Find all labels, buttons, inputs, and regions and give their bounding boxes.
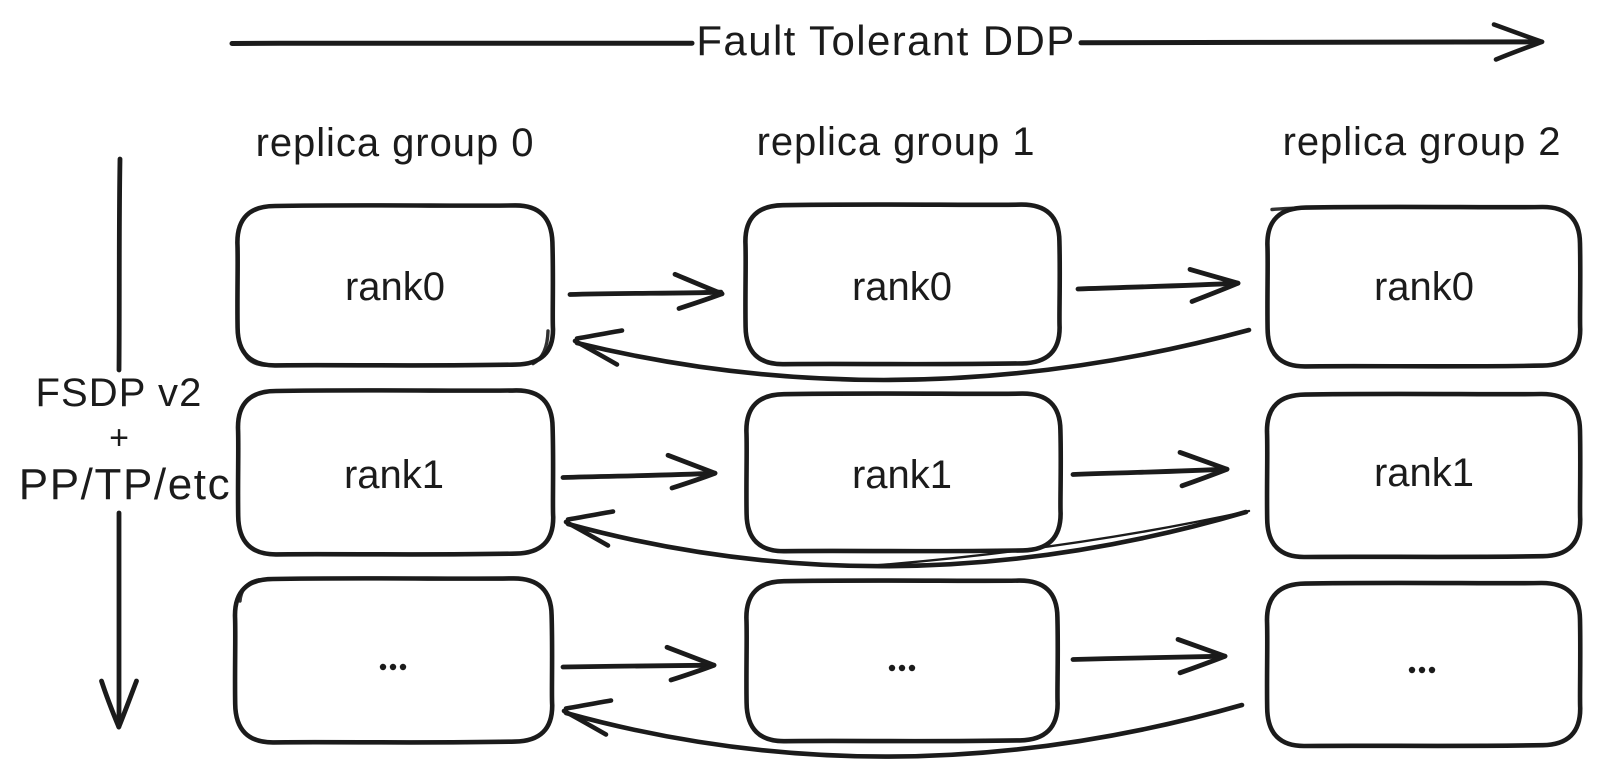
svg-text:FSDP v2: FSDP v2 [35, 371, 202, 415]
svg-text:replica group 1: replica group 1 [757, 120, 1036, 164]
svg-text:replica group 2: replica group 2 [1283, 120, 1562, 164]
svg-text:rank0: rank0 [345, 265, 445, 309]
svg-text:rank1: rank1 [1374, 451, 1474, 495]
svg-text:Fault Tolerant DDP: Fault Tolerant DDP [696, 17, 1075, 64]
svg-text:rank1: rank1 [344, 453, 444, 497]
svg-text:rank0: rank0 [1374, 265, 1474, 309]
svg-text:+: + [109, 419, 129, 457]
svg-text:rank0: rank0 [852, 265, 952, 309]
svg-text:replica group 0: replica group 0 [256, 121, 535, 165]
svg-text:PP/TP/etc: PP/TP/etc [19, 460, 231, 509]
svg-text:rank1: rank1 [852, 453, 952, 497]
